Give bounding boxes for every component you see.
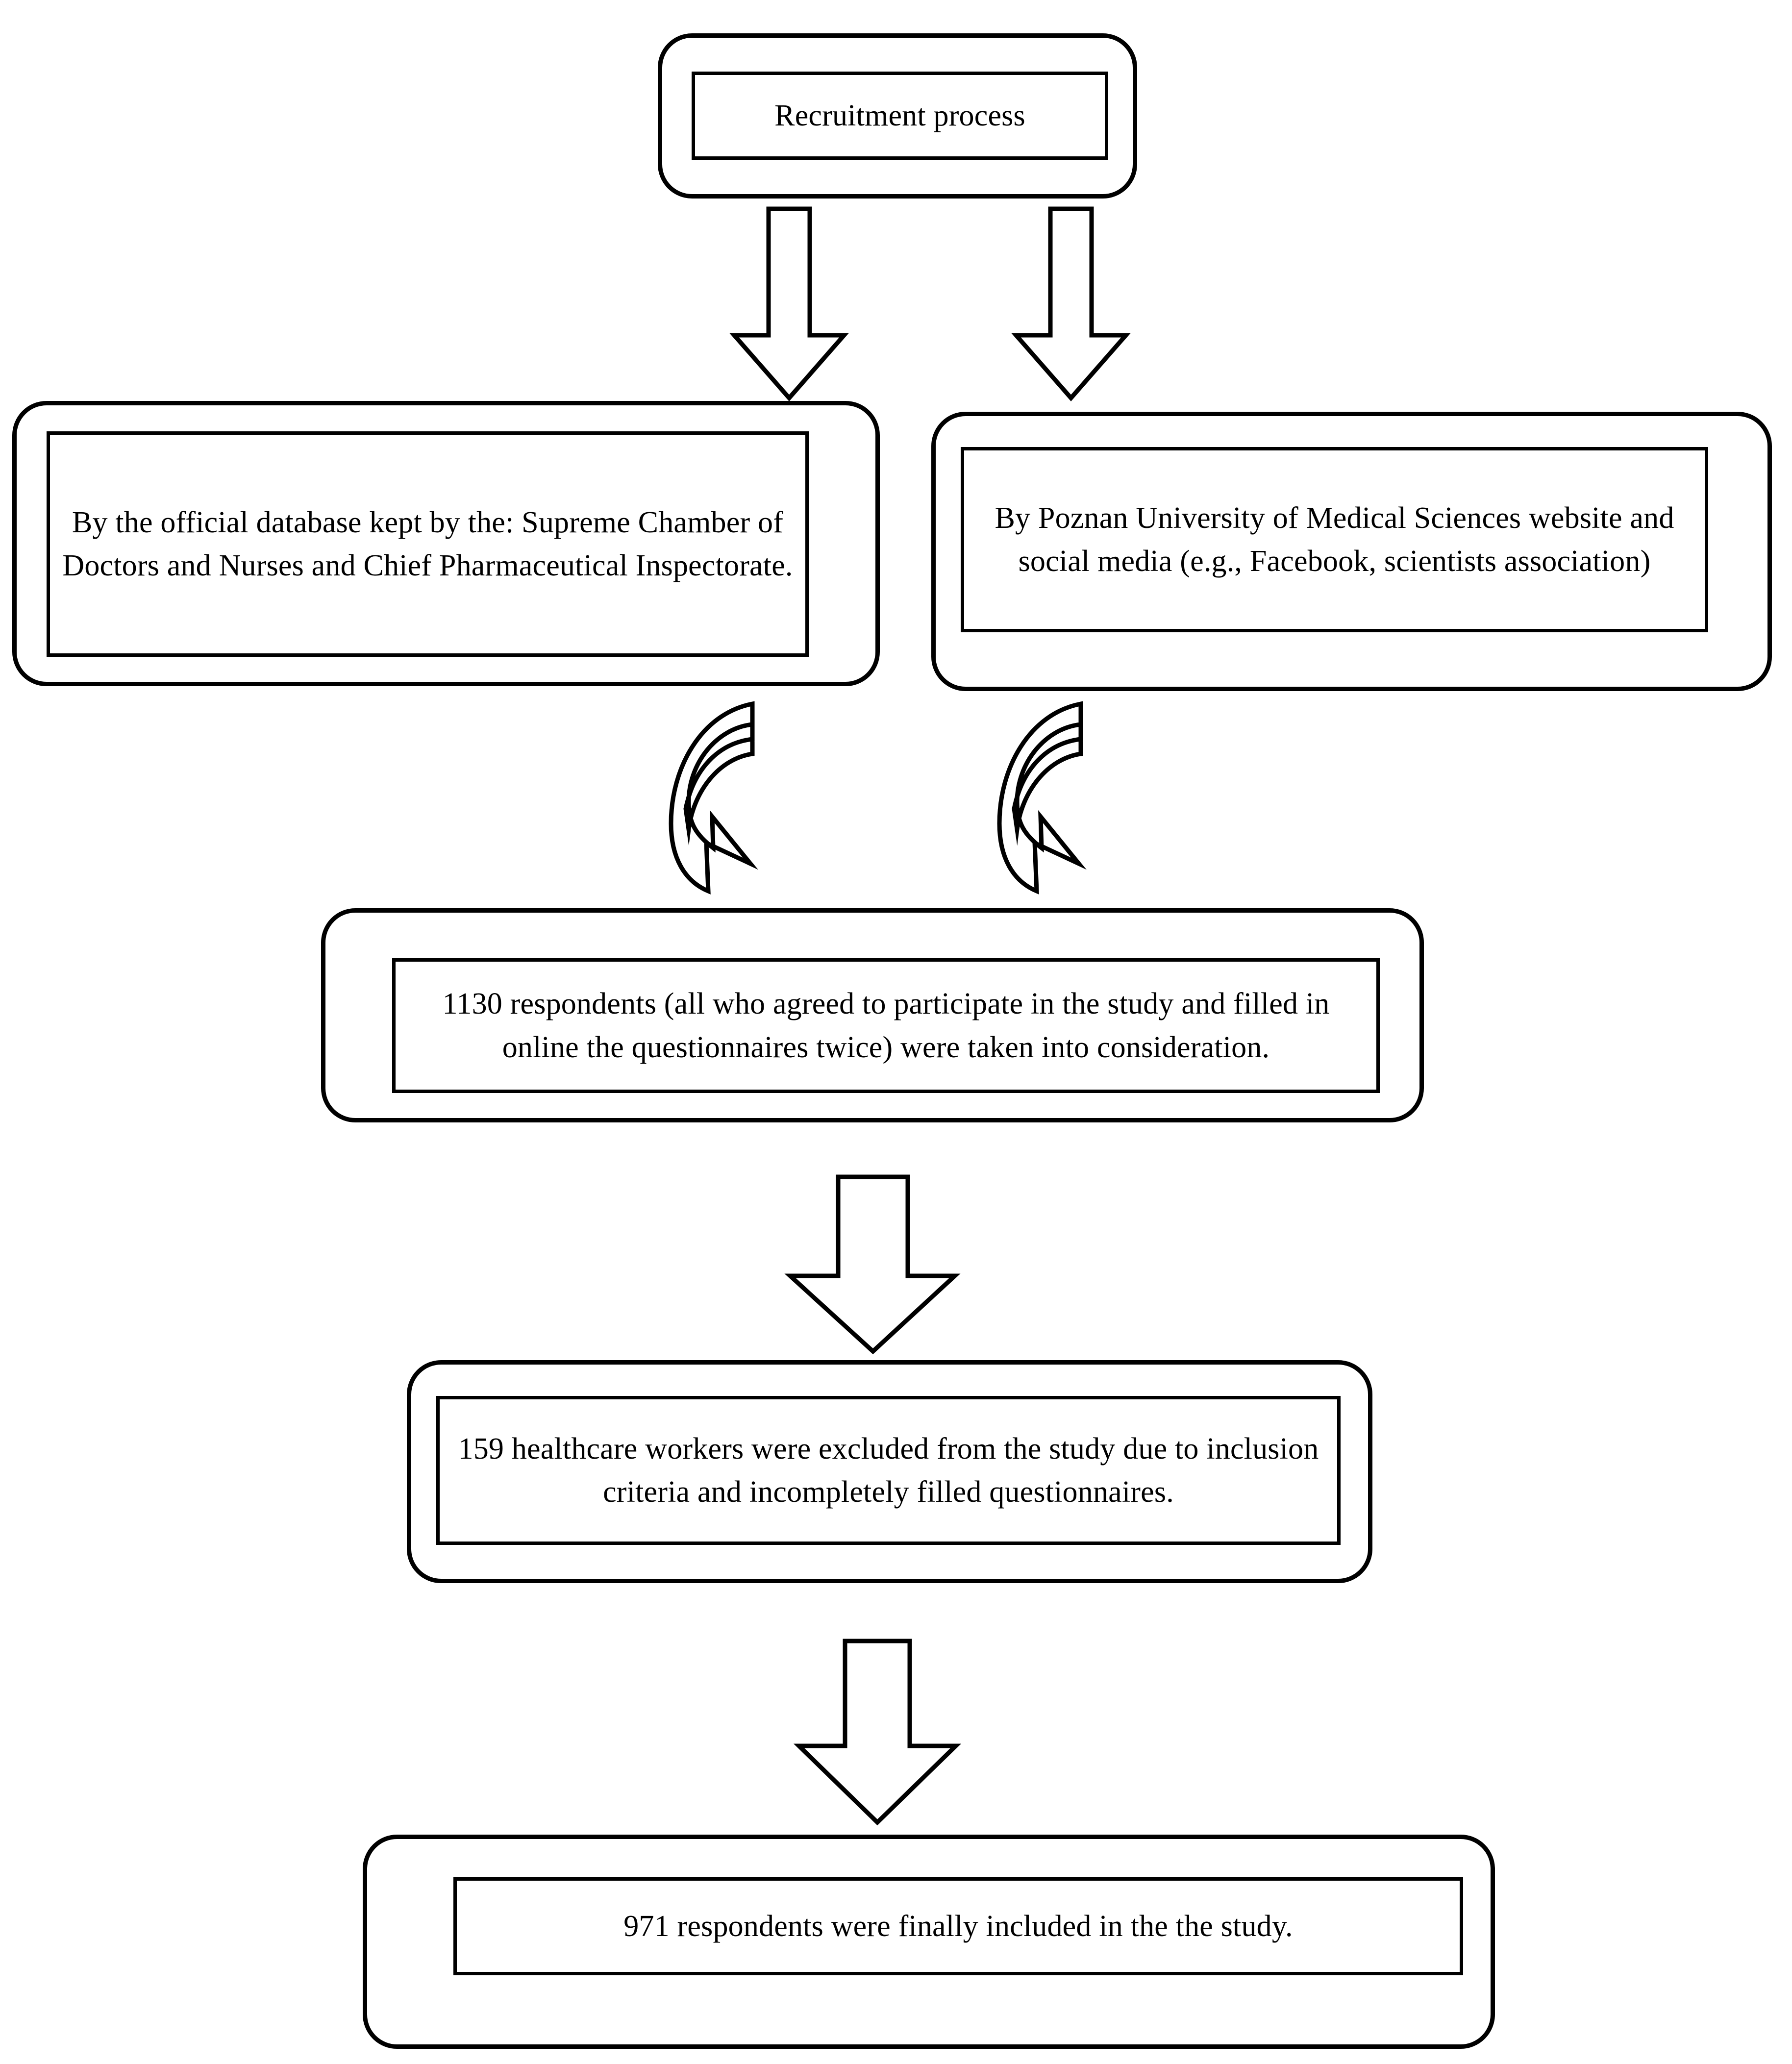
down-block-arrow-icon [1011, 206, 1131, 401]
node-respondents-excluded-label: 159 healthcare workers were excluded fro… [458, 1432, 1319, 1509]
curved-bend-arrow-icon [669, 701, 758, 895]
node-recruitment-process-label: Recruitment process [774, 99, 1025, 132]
node-source-official-database: By the official database kept by the: Su… [12, 401, 880, 686]
node-respondents-included-label: 971 respondents were finally included in… [623, 1909, 1293, 1943]
node-respondents-considered: 1130 respondents (all who agreed to part… [321, 908, 1424, 1122]
node-respondents-excluded-inner: 159 healthcare workers were excluded fro… [436, 1396, 1341, 1545]
down-block-arrow-icon [793, 1639, 962, 1826]
connector-respondents-to-excluded [784, 1174, 961, 1355]
node-respondents-considered-label: 1130 respondents (all who agreed to part… [442, 987, 1330, 1064]
node-source-university-media: By Poznan University of Medical Sciences… [931, 412, 1772, 691]
node-recruitment-process-inner: Recruitment process [692, 72, 1108, 160]
connector-excluded-to-included [793, 1639, 962, 1826]
node-source-university-media-inner: By Poznan University of Medical Sciences… [961, 447, 1708, 632]
down-block-arrow-icon [729, 206, 849, 401]
connector-university-media-to-respondents [997, 701, 1087, 895]
node-respondents-considered-inner: 1130 respondents (all who agreed to part… [392, 958, 1380, 1093]
connector-official-database-curve [669, 701, 758, 895]
curved-bend-arrow-icon [997, 701, 1087, 895]
node-respondents-included-inner: 971 respondents were finally included in… [453, 1877, 1463, 1975]
node-recruitment-process: Recruitment process [658, 33, 1137, 199]
node-source-official-database-label: By the official database kept by the: Su… [62, 505, 793, 582]
connector-recruitment-to-university-media [1011, 206, 1131, 401]
down-block-arrow-icon [784, 1174, 961, 1355]
node-respondents-excluded: 159 healthcare workers were excluded fro… [407, 1360, 1372, 1583]
node-source-official-database-inner: By the official database kept by the: Su… [47, 431, 809, 657]
node-source-university-media-label: By Poznan University of Medical Sciences… [995, 501, 1674, 578]
node-respondents-included: 971 respondents were finally included in… [363, 1835, 1495, 2049]
connector-recruitment-to-official-database [729, 206, 849, 401]
